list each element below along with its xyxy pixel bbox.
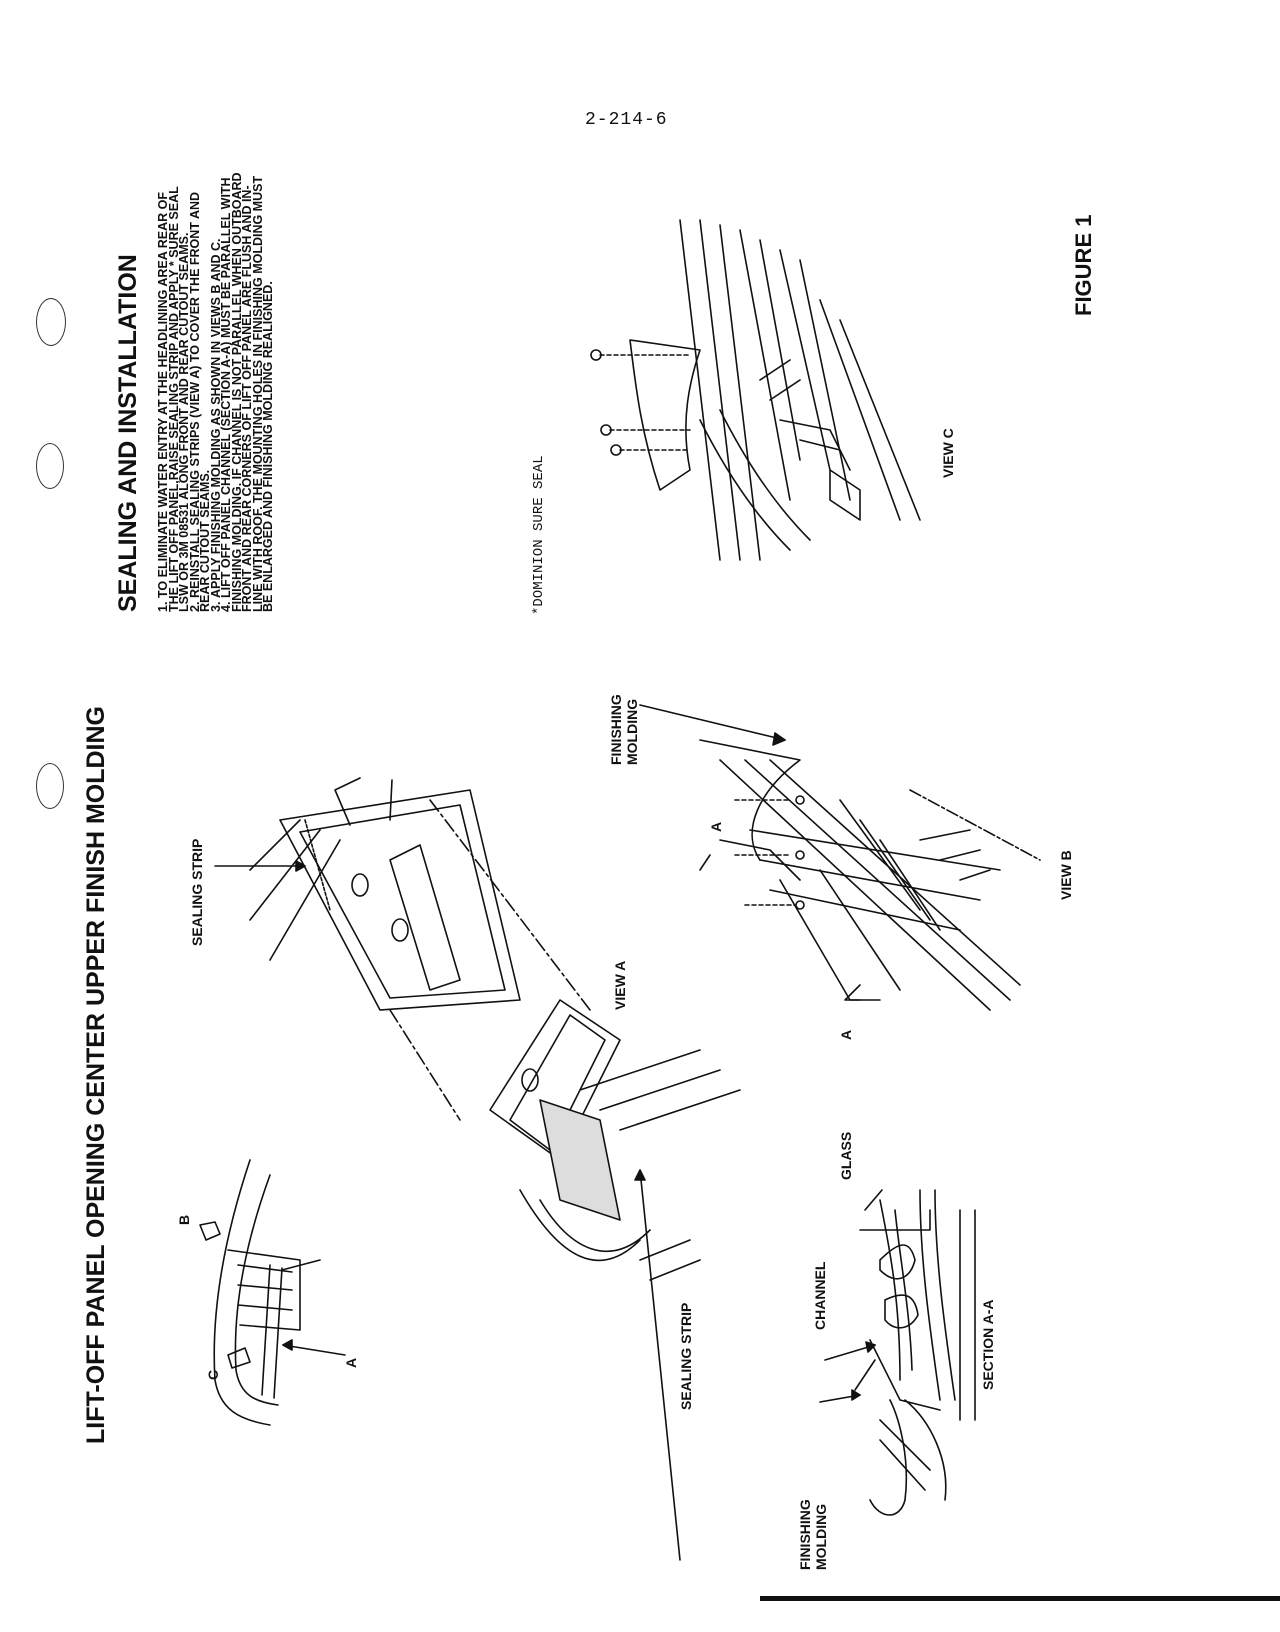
label-finishing-molding-section: FINISHING MOLDING: [797, 1499, 829, 1570]
label-view-a: VIEW A: [612, 960, 628, 1010]
label-sealing-strip-top: SEALING STRIP: [189, 838, 205, 946]
label-glass: GLASS: [838, 1131, 854, 1180]
overview-drawing: [199, 1159, 346, 1426]
view-c-drawing: [590, 219, 921, 561]
label-b-overview: B: [176, 1214, 192, 1225]
page-number: 2-214-6: [585, 110, 668, 130]
label-sealing-strip-bottom: SEALING STRIP: [678, 1302, 694, 1410]
view-b-drawing: [639, 704, 1041, 1011]
label-view-b: VIEW B: [1058, 850, 1074, 900]
binder-hole: [36, 298, 66, 346]
label-view-c: VIEW C: [940, 428, 956, 478]
binder-hole: [36, 443, 64, 489]
arrow-b-icon: [199, 1221, 221, 1241]
figure-label: FIGURE 1: [1071, 214, 1096, 316]
view-a-drawing: [214, 777, 741, 1561]
label-section-aa: SECTION A-A: [980, 1299, 996, 1390]
label-channel: CHANNEL: [812, 1261, 828, 1330]
label-a-overview: A: [343, 1357, 359, 1368]
label-c-overview: C: [205, 1369, 221, 1380]
arrow-c-icon: [227, 1347, 251, 1369]
label-a-view-b-bottom: A: [838, 1029, 854, 1040]
label-finishing-molding-view-b: FINISHING MOLDING: [608, 694, 640, 765]
label-a-view-b-top: A: [708, 821, 724, 832]
section-aa-drawing: [819, 1189, 976, 1516]
binder-hole: [36, 763, 64, 809]
bottom-rule: [760, 1596, 1280, 1601]
